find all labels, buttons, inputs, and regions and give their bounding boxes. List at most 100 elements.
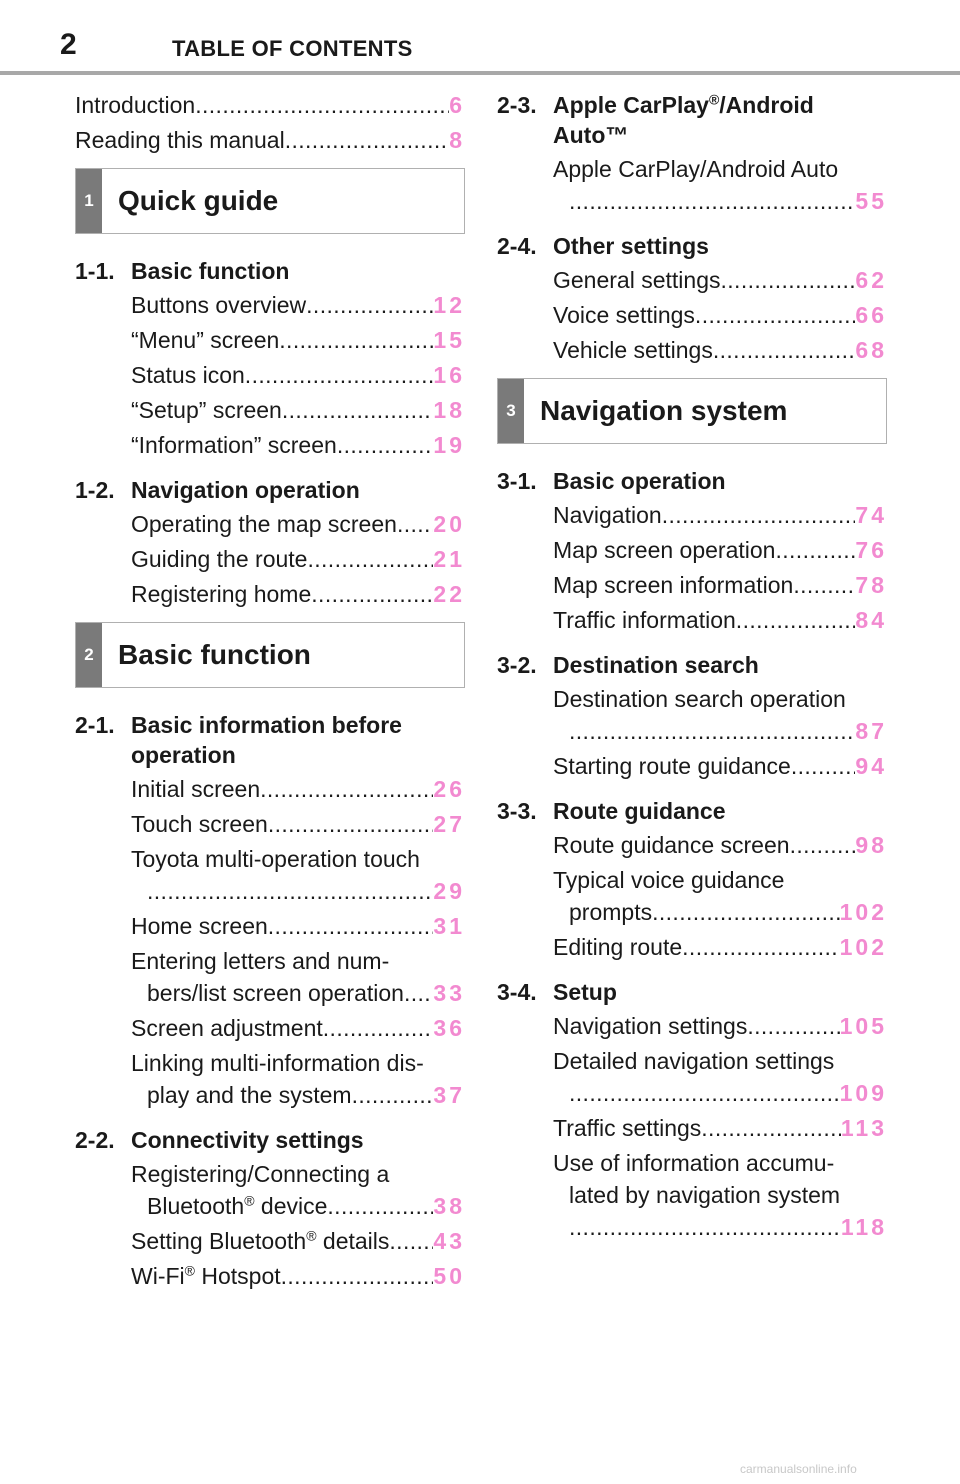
section-heading: 3-1.Basic operation — [497, 468, 726, 494]
toc-entry[interactable]: Linking multi-information dis-play and t… — [131, 1047, 465, 1111]
toc-entry[interactable]: Destination search operation87 — [553, 683, 887, 747]
chapter-3-header[interactable]: 3 Navigation system — [497, 378, 887, 444]
page-link[interactable]: 113 — [840, 1115, 887, 1141]
page-link[interactable]: 98 — [855, 832, 887, 858]
chapter-title: Navigation system — [540, 395, 788, 426]
page-link[interactable]: 27 — [433, 811, 465, 837]
toc-entry[interactable]: Registering home22 — [131, 578, 465, 610]
page-link[interactable]: 29 — [433, 878, 465, 904]
toc-entry[interactable]: Editing route102 — [553, 931, 887, 963]
toc-entry[interactable]: Vehicle settings68 — [553, 334, 887, 366]
page-link[interactable]: 102 — [839, 934, 887, 960]
toc-entry[interactable]: “Information” screen19 — [131, 429, 465, 461]
page-link[interactable]: 8 — [449, 127, 465, 153]
page-link[interactable]: 66 — [855, 302, 887, 328]
toc-entry[interactable]: Operating the map screen20 — [131, 508, 465, 540]
page-link[interactable]: 78 — [855, 572, 887, 598]
toc-left-column: Introduction6 Reading this manual8 1 Qui… — [75, 86, 465, 1295]
toc-entry[interactable]: Map screen operation76 — [553, 534, 887, 566]
page-link[interactable]: 31 — [433, 913, 465, 939]
page-link[interactable]: 74 — [855, 502, 887, 528]
page-link[interactable]: 62 — [855, 267, 887, 293]
page-link[interactable]: 87 — [855, 718, 887, 744]
chapter-tab: 1 — [76, 169, 102, 233]
page-link[interactable]: 84 — [855, 607, 887, 633]
page-link[interactable]: 55 — [855, 188, 887, 214]
page-link[interactable]: 105 — [839, 1013, 887, 1039]
page-link[interactable]: 6 — [449, 92, 465, 118]
toc-entry[interactable]: “Menu” screen15 — [131, 324, 465, 356]
toc-entry[interactable]: Starting route guidance94 — [553, 750, 887, 782]
chapter-2-header[interactable]: 2 Basic function — [75, 622, 465, 688]
page-link[interactable]: 26 — [433, 776, 465, 802]
page-link[interactable]: 21 — [433, 546, 465, 572]
toc-entry[interactable]: Navigation settings105 — [553, 1010, 887, 1042]
page-link[interactable]: 37 — [433, 1082, 465, 1108]
page-link[interactable]: 102 — [839, 899, 887, 925]
toc-entry-reading-manual[interactable]: Reading this manual8 — [75, 124, 465, 156]
section-heading: 1-2.Navigation operation — [75, 477, 360, 503]
page-link[interactable]: 18 — [433, 397, 465, 423]
toc-entry[interactable]: Traffic information84 — [553, 604, 887, 636]
toc-entry[interactable]: Initial screen26 — [131, 773, 465, 805]
page-link[interactable]: 50 — [433, 1263, 465, 1289]
toc-entry[interactable]: Traffic settings113 — [553, 1112, 887, 1144]
chapter-tab: 3 — [498, 379, 524, 443]
chapter-tab: 2 — [76, 623, 102, 687]
section-heading: 2-4.Other settings — [497, 233, 709, 259]
chapter-title: Basic function — [118, 639, 311, 670]
toc-entry[interactable]: Map screen information78 — [553, 569, 887, 601]
page-link[interactable]: 33 — [433, 980, 465, 1006]
toc-entry[interactable]: Toyota multi-operation touch29 — [131, 843, 465, 907]
toc-entry[interactable]: Guiding the route21 — [131, 543, 465, 575]
toc-entry[interactable]: Screen adjustment36 — [131, 1012, 465, 1044]
toc-entry[interactable]: “Setup” screen18 — [131, 394, 465, 426]
page-link[interactable]: 118 — [840, 1214, 887, 1240]
watermark: carmanualsonline.info — [740, 1462, 857, 1476]
section-heading: 2-3.Apple CarPlay®/Android Auto™ — [497, 91, 814, 148]
chapter-1-header[interactable]: 1 Quick guide — [75, 168, 465, 234]
toc-entry-introduction[interactable]: Introduction6 — [75, 89, 465, 121]
page-header: 2 TABLE OF CONTENTS — [0, 0, 960, 78]
chapter-title: Quick guide — [118, 185, 279, 216]
toc-entry[interactable]: Wi-Fi® Hotspot50 — [131, 1260, 465, 1292]
toc-entry[interactable]: Apple CarPlay/Android Auto55 — [553, 153, 887, 217]
section-heading: 1-1.Basic function — [75, 258, 290, 284]
toc-entry[interactable]: Use of information accumu-lated by navig… — [553, 1147, 887, 1243]
toc-entry[interactable]: Home screen31 — [131, 910, 465, 942]
toc-entry[interactable]: Entering letters and num-bers/list scree… — [131, 945, 465, 1009]
section-heading: 3-4.Setup — [497, 979, 617, 1005]
page-link[interactable]: 38 — [433, 1193, 465, 1219]
page-link[interactable]: 20 — [433, 511, 465, 537]
toc-entry[interactable]: Route guidance screen98 — [553, 829, 887, 861]
toc-entry[interactable]: Navigation74 — [553, 499, 887, 531]
page-link[interactable]: 68 — [855, 337, 887, 363]
page-title: TABLE OF CONTENTS — [172, 36, 413, 61]
toc-entry[interactable]: Buttons overview12 — [131, 289, 465, 321]
page-link[interactable]: 12 — [433, 292, 465, 318]
header-divider — [0, 71, 960, 75]
section-heading: 2-1.Basic information before operation — [75, 712, 402, 768]
section-heading: 3-3.Route guidance — [497, 798, 726, 824]
toc-entry[interactable]: Touch screen27 — [131, 808, 465, 840]
page-link[interactable]: 76 — [855, 537, 887, 563]
toc-entry[interactable]: Setting Bluetooth® details43 — [131, 1225, 465, 1257]
page-link[interactable]: 43 — [433, 1228, 465, 1254]
page-link[interactable]: 22 — [433, 581, 465, 607]
section-heading: 2-2.Connectivity settings — [75, 1127, 364, 1153]
page-link[interactable]: 94 — [855, 753, 887, 779]
page-number: 2 — [60, 28, 77, 61]
toc-entry[interactable]: Detailed navigation settings109 — [553, 1045, 887, 1109]
toc-right-column: 2-3.Apple CarPlay®/Android Auto™ Apple C… — [497, 86, 887, 1246]
page-link[interactable]: 36 — [433, 1015, 465, 1041]
toc-entry[interactable]: Status icon16 — [131, 359, 465, 391]
page-link[interactable]: 19 — [433, 432, 465, 458]
toc-entry[interactable]: Voice settings66 — [553, 299, 887, 331]
page-link[interactable]: 16 — [433, 362, 465, 388]
toc-entry[interactable]: Typical voice guidanceprompts102 — [553, 864, 887, 928]
page-link[interactable]: 109 — [839, 1080, 887, 1106]
section-heading: 3-2.Destination search — [497, 652, 759, 678]
toc-entry[interactable]: General settings62 — [553, 264, 887, 296]
page-link[interactable]: 15 — [433, 327, 465, 353]
